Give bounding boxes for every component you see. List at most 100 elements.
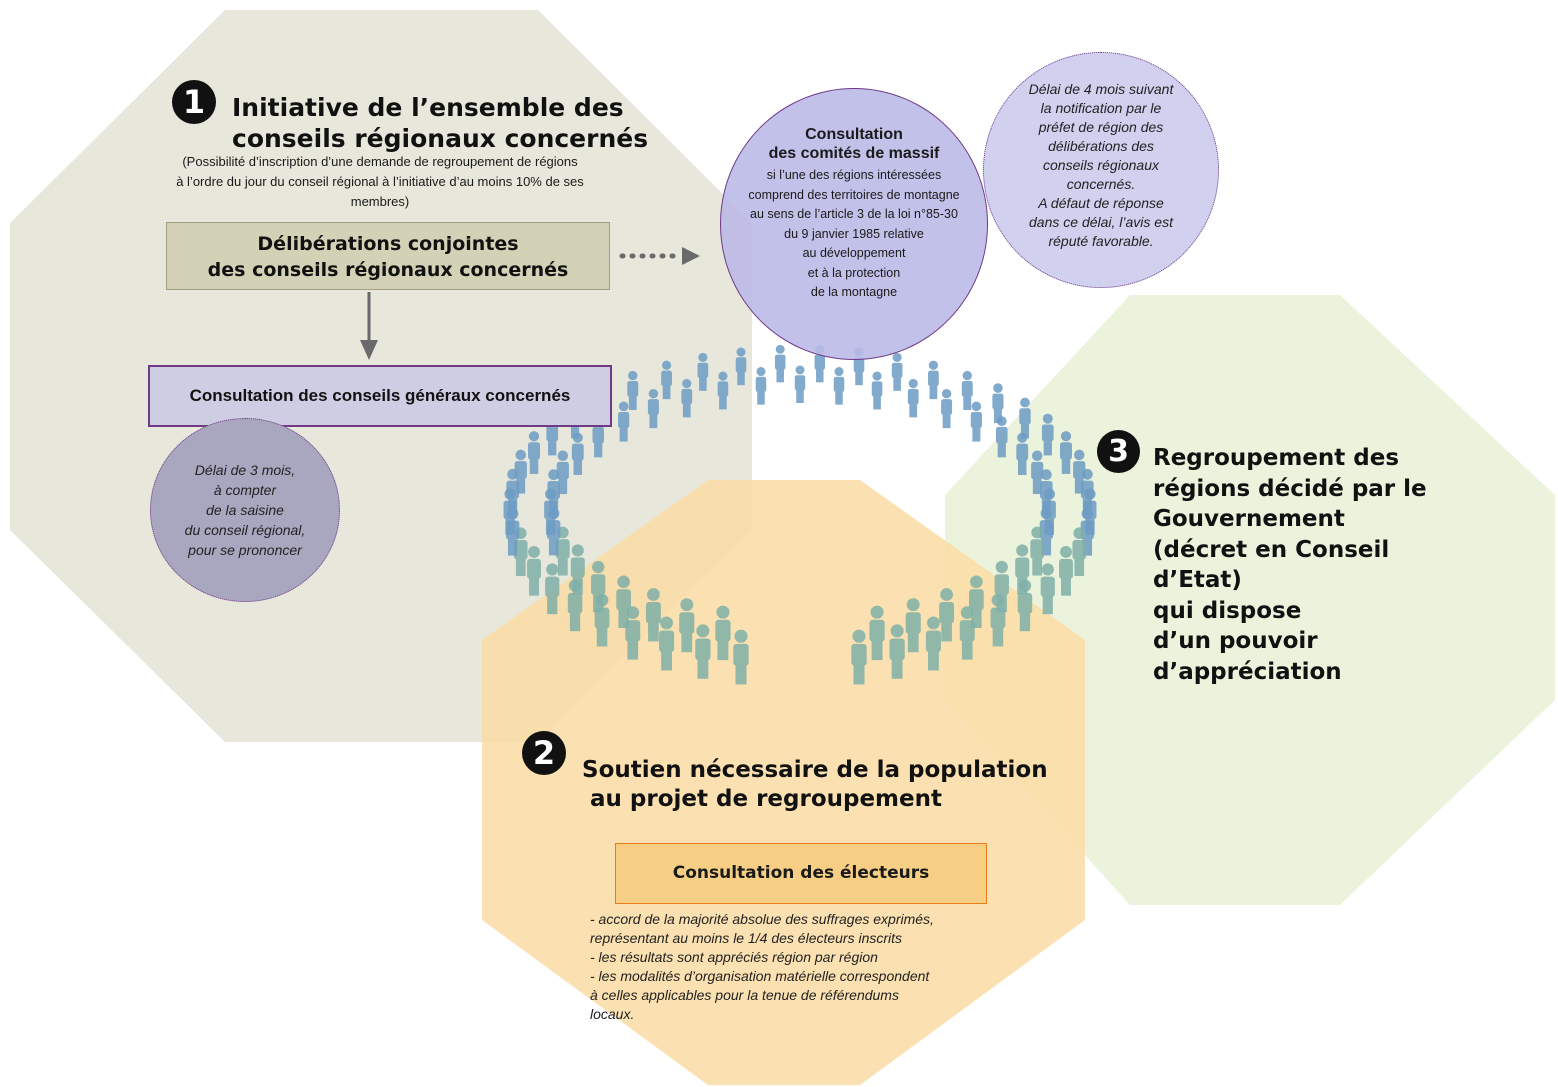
delay-3-line: de la saisine — [206, 502, 284, 518]
step1-note-line: (Possibilité d’inscription d’une demande… — [182, 154, 578, 169]
person-figure — [545, 563, 560, 615]
person-figure — [1031, 450, 1044, 495]
delay-3-months-bubble: Délai de 3 mois, à compter de la saisine du… — [150, 418, 340, 602]
person-figure — [1040, 469, 1053, 515]
person-figure — [928, 360, 939, 400]
step2-title-line2: au projet de regroupement — [582, 786, 942, 812]
deliberations-line1: Délibérations conjointes — [257, 233, 519, 255]
person-figure — [717, 371, 729, 410]
person-figure — [556, 450, 569, 495]
delay-3-line: pour se prononcer — [188, 542, 302, 558]
person-figure — [925, 616, 941, 671]
step-number-1-icon: 1 — [172, 80, 216, 124]
person-figure — [591, 560, 606, 613]
person-figure — [961, 370, 973, 410]
delay-4-line: A défaut de réponse — [1038, 195, 1164, 211]
step3-title-line: d’Etat) — [1153, 567, 1242, 593]
person-figure — [939, 588, 955, 642]
delay-4-line: dans ce délai, l’avis est — [1029, 214, 1173, 230]
person-figure — [618, 401, 630, 442]
massif-body-line: si l’une des régions intéressées — [766, 168, 942, 182]
step2-title: Soutien nécessaire de la population au p… — [582, 756, 1048, 814]
person-figure — [571, 432, 584, 475]
massif-body-line: et à la protection — [807, 265, 901, 280]
down-arrow — [360, 292, 378, 360]
person-figure — [1072, 527, 1087, 577]
delay-3-line: à compter — [213, 482, 277, 498]
person-figure — [891, 352, 903, 391]
person-figure — [969, 575, 984, 628]
person-figure — [1019, 397, 1031, 439]
voter-conditions-list: - accord de la majorité absolue des suff… — [590, 910, 1070, 1024]
deliberations-line2: des conseils régionaux concernés — [207, 259, 569, 281]
person-figure — [647, 389, 659, 429]
person-figure — [794, 365, 806, 403]
massif-body-line: au développement — [802, 246, 906, 260]
person-figure — [659, 616, 675, 671]
person-figure — [514, 449, 527, 494]
delay-4-line: réputé favorable. — [1048, 233, 1154, 249]
person-figure — [695, 624, 711, 679]
person-figure — [679, 598, 695, 653]
person-figure — [889, 624, 905, 679]
step1-title-line1: Initiative de l’ensemble des — [232, 93, 624, 122]
step3-title-line: d’un pouvoir — [1153, 628, 1318, 654]
massif-body-line: comprend des territoires de montagne — [748, 187, 960, 202]
person-figure — [1060, 431, 1072, 474]
person-figure — [681, 378, 693, 418]
delay-3-line: du conseil régional, — [184, 522, 306, 538]
step1-title-line2: conseils régionaux concernés — [232, 124, 649, 153]
delay-4-line: la notification par le — [1040, 100, 1162, 116]
step1-note: (Possibilité d’inscription d’une demande… — [170, 152, 590, 212]
delay-4-line: concernés. — [1066, 176, 1136, 192]
person-figure — [907, 378, 919, 418]
consultation-conseils-generaux-box: Consultation des conseils généraux conce… — [148, 365, 612, 427]
consultation-electeurs-box: Consultation des électeurs — [615, 843, 987, 904]
step3-title-line: Gouvernement — [1153, 506, 1345, 532]
step3-title-line: d’appréciation — [1153, 658, 1342, 685]
person-figure — [570, 544, 585, 595]
person-figure — [645, 588, 661, 642]
delay-4-line: préfet de région des — [1038, 119, 1164, 135]
voter-condition-item: - accord de la majorité absolue des suff… — [590, 911, 934, 946]
step1-note-line: membres) — [350, 194, 410, 209]
person-figure — [527, 545, 541, 596]
person-figure — [1015, 544, 1030, 595]
crowd-illustration — [503, 344, 1097, 685]
delay-3-line: Délai de 3 mois, — [194, 462, 296, 478]
person-figure — [992, 383, 1004, 424]
deliberations-box: Délibérations conjointes des conseils ré… — [166, 222, 610, 290]
step3-title-line: Regroupement des — [1153, 445, 1400, 471]
massif-title-line2: des comités de massif — [768, 145, 940, 162]
massif-title-line1: Consultation — [805, 126, 903, 143]
step-number-2-icon: 2 — [522, 731, 566, 775]
voter-condition-item: - les résultats sont appréciés région pa… — [590, 949, 878, 965]
person-figure — [627, 370, 639, 410]
person-figure — [697, 352, 709, 391]
step1-title: Initiative de l’ensemble des conseils ré… — [232, 92, 648, 154]
person-figure — [1030, 526, 1045, 576]
person-figure — [661, 360, 672, 400]
person-figure — [1059, 545, 1073, 596]
person-figure — [851, 629, 867, 685]
person-figure — [616, 575, 631, 628]
person-figure — [871, 371, 883, 410]
dotted-arrow — [619, 247, 700, 265]
step1-note-line: à l’ordre du jour du conseil régional à … — [176, 174, 584, 189]
person-figure — [735, 347, 747, 386]
delay-4-line: délibérations des — [1048, 138, 1154, 154]
person-figure — [715, 605, 731, 661]
person-figure — [959, 606, 975, 660]
massif-body-line: de la montagne — [810, 285, 898, 299]
person-figure — [941, 389, 953, 429]
step2-title-line1: Soutien nécessaire de la population — [582, 757, 1048, 783]
voter-condition-item: - les modalités d’organisation matériell… — [590, 968, 930, 1022]
step-number-3-icon: 3 — [1097, 430, 1140, 473]
person-figure — [1041, 413, 1054, 456]
step3-title-line: qui dispose — [1153, 597, 1302, 624]
consultation-comites-massif-circle: Consultation des comités de massif si l’… — [720, 88, 988, 360]
person-figure — [774, 344, 786, 383]
person-figure — [905, 598, 921, 653]
person-figure — [1080, 468, 1094, 514]
delay-4-line: Délai de 4 mois suivant — [1028, 81, 1174, 97]
